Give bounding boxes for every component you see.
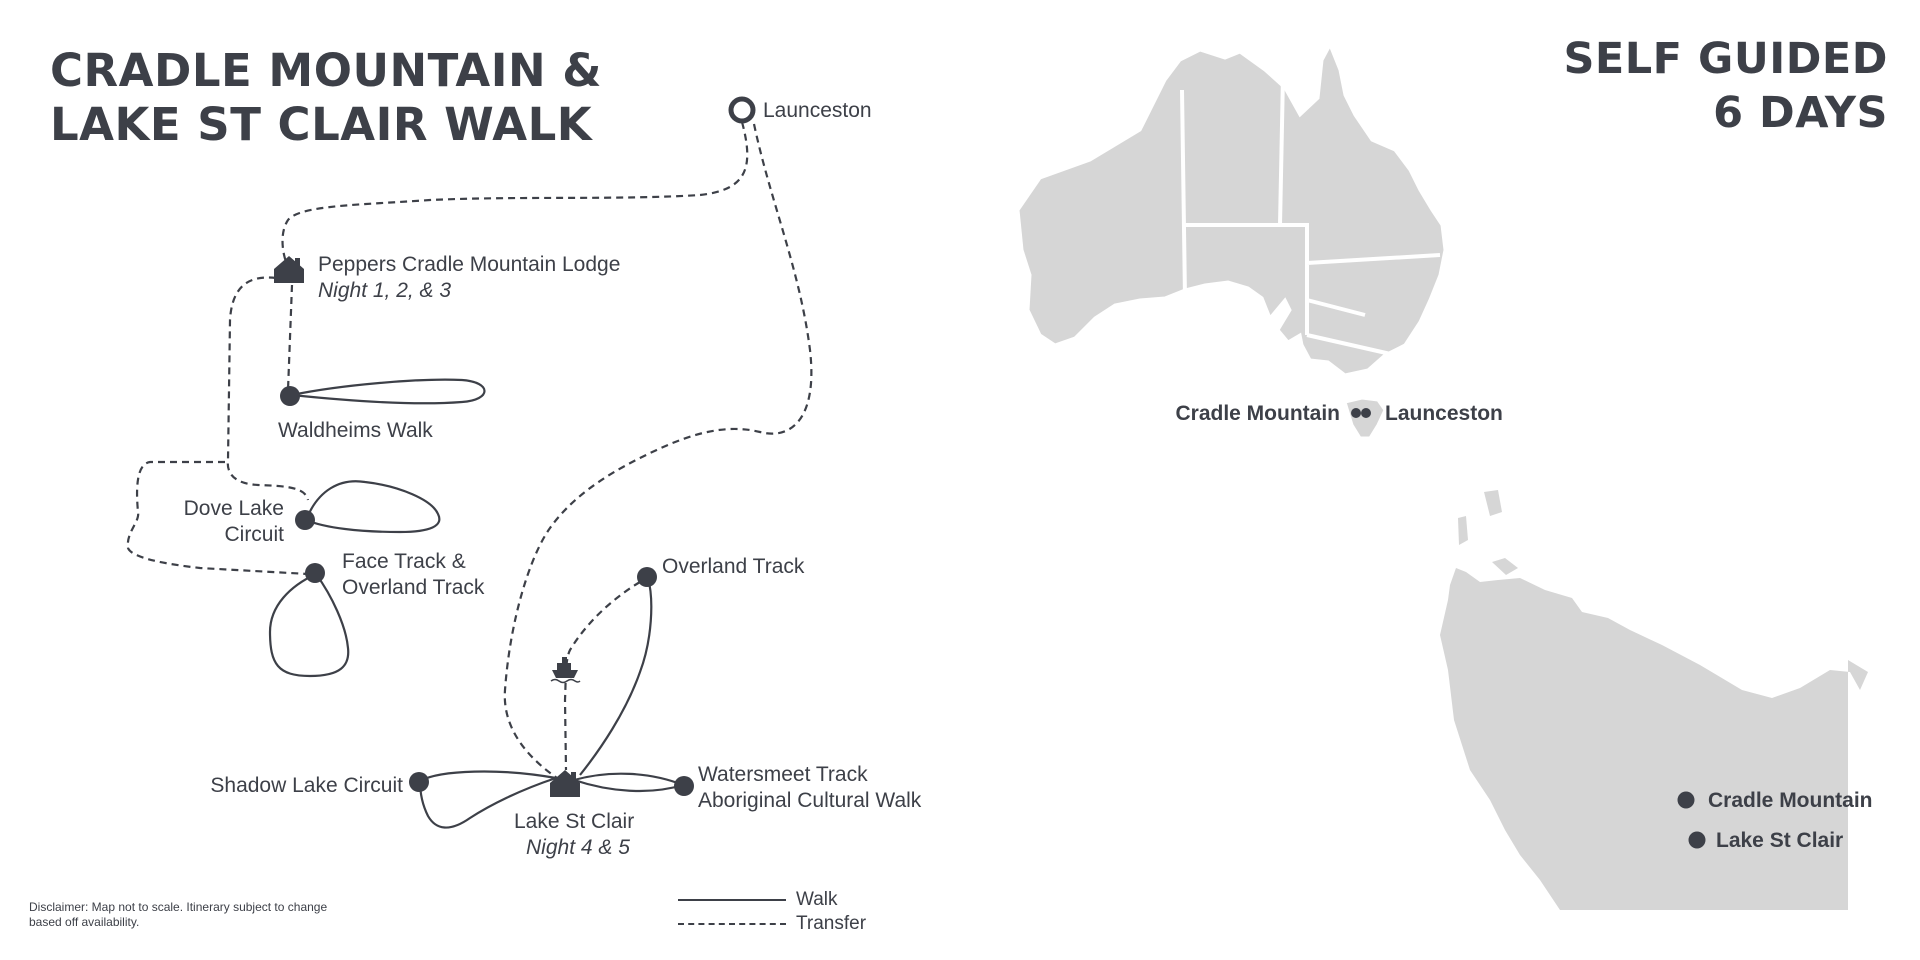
title-line-2: LAKE ST CLAIR WALK bbox=[50, 98, 593, 151]
waldheims-dot bbox=[280, 386, 300, 406]
dove-lake-label-2: Circuit bbox=[224, 523, 284, 546]
inset-island-2 bbox=[1458, 516, 1468, 545]
watersmeet-dot bbox=[674, 776, 694, 796]
waldheims-label: Waldheims Walk bbox=[278, 419, 433, 442]
cradle-mountain-dot bbox=[1351, 408, 1361, 418]
transfer-lodge-to-waldheims bbox=[286, 284, 294, 391]
australia-landmass bbox=[1016, 41, 1447, 377]
transfer-dove-lake-to-face-track bbox=[126, 460, 309, 576]
legend-walk-line bbox=[678, 899, 786, 901]
transfer-launceston-to-lodge bbox=[281, 121, 749, 263]
map-title: CRADLE MOUNTAIN & LAKE ST CLAIR WALK bbox=[50, 44, 602, 152]
walk-waldheims bbox=[291, 378, 486, 405]
inset-cradle-mountain-dot bbox=[1677, 791, 1695, 809]
inset-tasmania-landmass bbox=[1440, 568, 1868, 910]
transfer-launceston-to-lake-st-clair bbox=[503, 123, 813, 781]
face-track-label-2: Overland Track bbox=[342, 576, 485, 599]
walk-face-track bbox=[268, 572, 350, 678]
inset-island-3 bbox=[1492, 558, 1518, 575]
ferry-icon bbox=[550, 657, 581, 684]
lake-st-clair-lodge-icon bbox=[550, 770, 580, 797]
tasmania-landmass bbox=[1343, 396, 1387, 440]
disclaimer: Disclaimer: Map not to scale. Itinerary … bbox=[29, 900, 328, 929]
launceston-dot bbox=[1361, 408, 1371, 418]
overland-track-dot bbox=[637, 567, 657, 587]
watersmeet-label-2: Aboriginal Cultural Walk bbox=[698, 789, 922, 812]
lake-st-clair-label: Lake St Clair bbox=[514, 810, 634, 833]
walk-overland-track bbox=[579, 577, 653, 776]
map-legend: Walk Transfer bbox=[678, 888, 866, 936]
legend-transfer-line bbox=[678, 923, 786, 925]
lodge-icon bbox=[274, 256, 304, 283]
badge-line-1: SELF GUIDED bbox=[1563, 34, 1888, 84]
face-track-dot bbox=[305, 563, 325, 583]
inset-lake-st-clair-dot bbox=[1688, 831, 1706, 849]
dove-lake-label-1: Dove Lake bbox=[184, 497, 284, 520]
title-line-1: CRADLE MOUNTAIN & bbox=[50, 44, 603, 97]
walk-dove-lake-circuit bbox=[304, 480, 441, 534]
badge-line-2: 6 DAYS bbox=[1713, 88, 1888, 138]
route-lines bbox=[126, 121, 813, 829]
legend-transfer: Transfer bbox=[678, 912, 866, 936]
overview-launceston-label: Launceston bbox=[1385, 402, 1503, 425]
legend-walk: Walk bbox=[678, 888, 866, 912]
transfer-lodge-to-dove-lake bbox=[226, 276, 310, 501]
launceston-label: Launceston bbox=[763, 99, 872, 122]
inset-island-1 bbox=[1484, 490, 1502, 516]
watersmeet-label-1: Watersmeet Track bbox=[698, 763, 868, 786]
legend-walk-label: Walk bbox=[796, 889, 838, 910]
overland-track-label: Overland Track bbox=[662, 555, 805, 578]
peppers-lodge-label: Peppers Cradle Mountain Lodge bbox=[318, 253, 620, 276]
legend-transfer-label: Transfer bbox=[796, 913, 867, 934]
overview-cradle-mountain-label: Cradle Mountain bbox=[1175, 402, 1340, 425]
shadow-lake-dot bbox=[409, 772, 429, 792]
australia-map: Cradle Mountain Launceston bbox=[1016, 41, 1503, 440]
tour-type-badge: SELF GUIDED 6 DAYS bbox=[1563, 32, 1888, 140]
walk-watersmeet bbox=[570, 772, 687, 793]
inset-lake-st-clair-label: Lake St Clair bbox=[1716, 829, 1843, 852]
tasmania-inset-map: Cradle Mountain Lake St Clair bbox=[1440, 490, 1873, 910]
shadow-lake-label: Shadow Lake Circuit bbox=[210, 774, 403, 797]
peppers-lodge-nights: Night 1, 2, & 3 bbox=[318, 279, 451, 302]
inset-cradle-mountain-label: Cradle Mountain bbox=[1708, 789, 1873, 812]
state-borders bbox=[1180, 74, 1441, 357]
transfer-overland-ferry bbox=[563, 581, 641, 771]
launceston-ring-icon bbox=[728, 96, 756, 124]
dove-lake-dot bbox=[295, 510, 315, 530]
lake-st-clair-nights: Night 4 & 5 bbox=[526, 836, 630, 859]
face-track-label-1: Face Track & bbox=[342, 550, 466, 573]
walk-shadow-lake bbox=[418, 770, 557, 829]
